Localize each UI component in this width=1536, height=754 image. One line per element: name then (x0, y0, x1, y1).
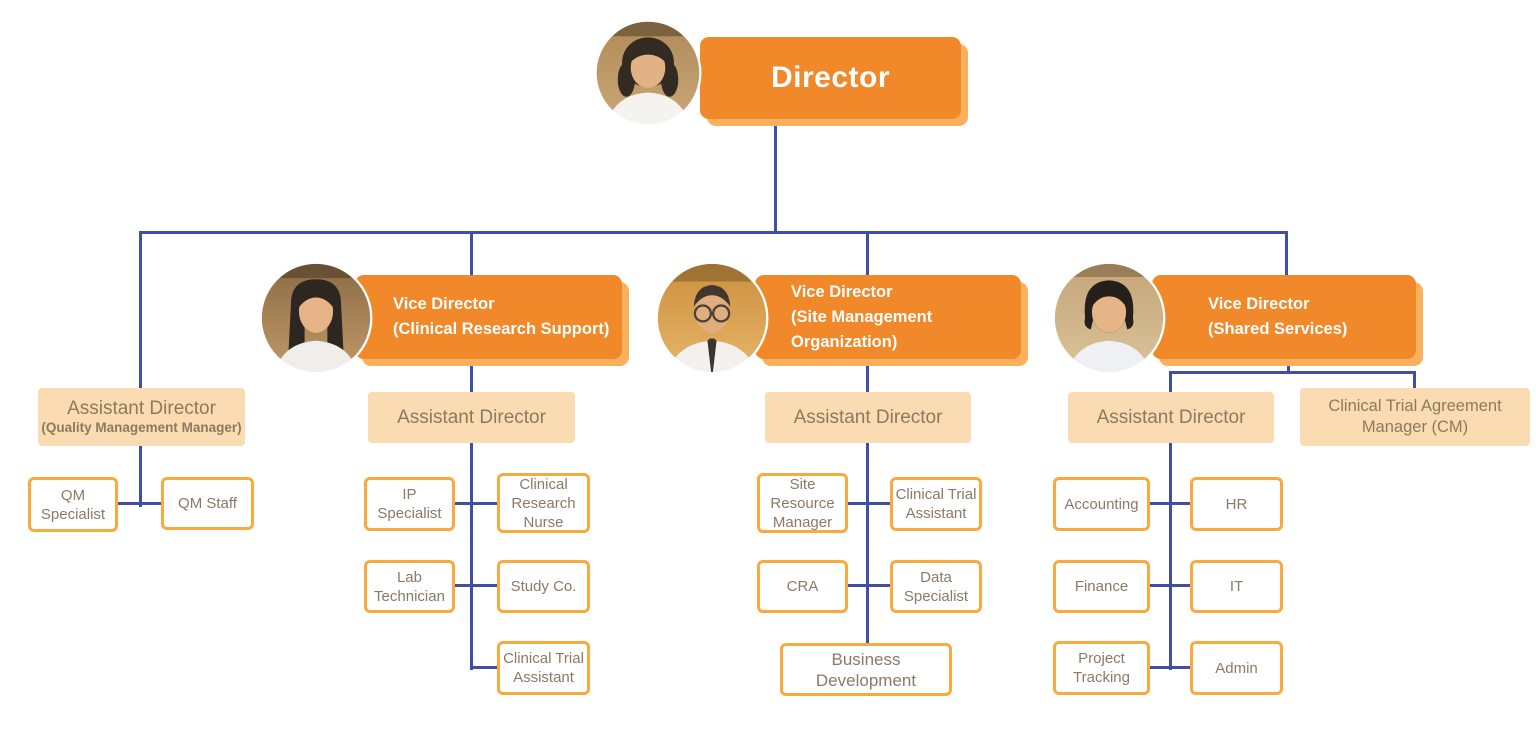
node-vice-director-shared-services: Vice Director (Shared Services) (1152, 275, 1416, 359)
vice-director-ss-photo (1052, 261, 1166, 375)
node-vice-director-site-management-organization: Vice Director (Site Management Organizat… (755, 275, 1021, 359)
node-study-co: Study Co. (497, 560, 590, 613)
node-clinical-trial-agreement-manager: Clinical Trial Agreement Manager (CM) (1300, 388, 1530, 446)
connector-row (470, 666, 499, 669)
connector-row (846, 502, 892, 505)
leaf-label: Lab Technician (374, 568, 445, 605)
node-assistant-director-crs: Assistant Director (368, 392, 575, 443)
connector-row (1148, 502, 1192, 505)
node-vice-director-clinical-research-support: Vice Director (Clinical Research Support… (355, 275, 622, 359)
connector-smo-spine (866, 442, 869, 645)
director-label: Director (770, 61, 891, 94)
node-assistant-director-quality-management: Assistant Director (Quality Management M… (38, 388, 245, 446)
node-clinical-trial-assistant-smo: Clinical Trial Assistant (890, 477, 982, 531)
node-project-tracking: Project Tracking (1053, 641, 1150, 695)
vice-director-dept: (Shared Services) (1208, 320, 1348, 338)
vice-director-crs-photo (259, 261, 373, 375)
assistant-director-title: Assistant Director (67, 398, 216, 419)
vice-director-dept: (Clinical Research Support) (393, 320, 610, 338)
leaf-label: Clinical Trial Assistant (895, 486, 977, 522)
connector-row (1148, 584, 1192, 587)
connector-qm-spine (139, 445, 142, 507)
node-accounting: Accounting (1053, 477, 1150, 531)
connector-row (1148, 666, 1192, 669)
leaf-label: QM Specialist (40, 486, 106, 523)
connector-row (116, 502, 163, 505)
vice-director-smo-photo (655, 261, 769, 375)
node-it: IT (1190, 560, 1283, 613)
director-photo (594, 19, 702, 127)
leaf-label: Clinical Research Nurse (511, 475, 576, 531)
leaf-label: CRA (786, 578, 819, 595)
leaf-label: IP Specialist (377, 486, 442, 522)
node-lab-technician: Lab Technician (364, 560, 455, 613)
vice-director-dept: (Site Management Organization) (791, 307, 933, 351)
leaf-label: Data Specialist (903, 568, 969, 605)
connector-row (453, 584, 499, 587)
vice-director-title: Vice Director (1208, 295, 1310, 313)
node-hr: HR (1190, 477, 1283, 531)
assistant-director-title: Assistant Director (793, 406, 943, 428)
vice-director-title: Vice Director (791, 282, 893, 301)
node-finance: Finance (1053, 560, 1150, 613)
vice-director-title: Vice Director (393, 295, 495, 313)
connector-branch-ss-drop (1285, 231, 1288, 278)
connector-vd-ss-stub (1287, 352, 1290, 374)
node-director: Director (700, 37, 961, 119)
leaf-label: Accounting (1064, 495, 1139, 513)
connector-ss-bracket-right (1413, 371, 1416, 389)
assistant-director-title: Assistant Director (397, 406, 546, 428)
connector-row (846, 584, 892, 587)
leaf-label: IT (1229, 578, 1244, 595)
leaf-label: Study Co. (510, 578, 577, 595)
leaf-label: HR (1225, 495, 1248, 513)
connector-ss-bracket (1169, 371, 1416, 374)
connector-crs-spine (470, 442, 473, 670)
node-business-development: Business Development (780, 643, 952, 696)
node-data-specialist: Data Specialist (890, 560, 982, 613)
connector-ss-bracket-left (1169, 371, 1172, 393)
connector-director-drop (774, 116, 777, 233)
node-admin: Admin (1190, 641, 1283, 695)
node-ip-specialist: IP Specialist (364, 477, 455, 531)
leaf-label: Clinical Trial Assistant (503, 650, 584, 686)
assistant-director-title: Assistant Director (1096, 406, 1246, 428)
leaf-label: QM Staff (178, 495, 237, 512)
connector-branch-qm-drop (139, 231, 142, 389)
node-qm-staff: QM Staff (161, 477, 254, 530)
connector-main-horizontal (139, 231, 1288, 234)
node-clinical-research-nurse: Clinical Research Nurse (497, 473, 590, 533)
node-qm-specialist: QM Specialist (28, 477, 118, 532)
leaf-label: Business Development (815, 649, 917, 690)
connector-row (453, 502, 499, 505)
leaf-label: Admin (1215, 659, 1258, 677)
leaf-label: Finance (1074, 578, 1129, 595)
assistant-director-subtitle: (Quality Management Manager) (41, 420, 242, 435)
node-assistant-director-smo: Assistant Director (765, 392, 971, 443)
leaf-label: Project Tracking (1073, 650, 1130, 686)
connector-ss-spine (1169, 442, 1172, 670)
cta-manager-label: Clinical Trial Agreement Manager (CM) (1328, 397, 1502, 436)
node-site-resource-manager: Site Resource Manager (757, 473, 848, 533)
leaf-label: Site Resource Manager (770, 475, 835, 531)
node-clinical-trial-assistant-crs: Clinical Trial Assistant (497, 641, 590, 695)
node-assistant-director-ss: Assistant Director (1068, 392, 1274, 443)
node-cra: CRA (757, 560, 848, 613)
